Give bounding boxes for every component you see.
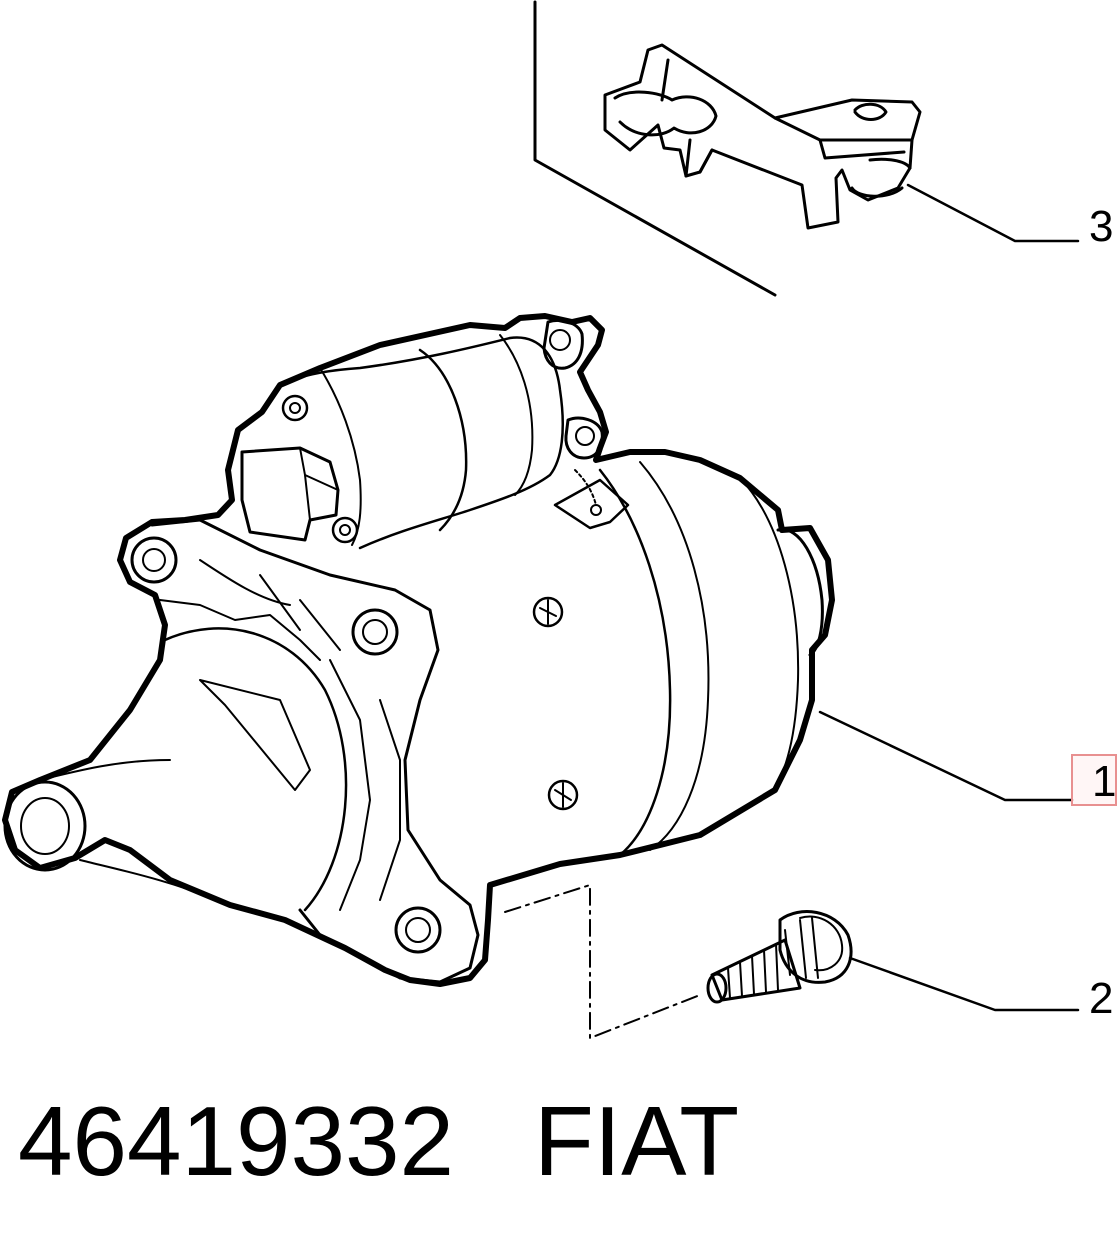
leader-line-3 (906, 183, 1080, 243)
callout-number-2: 2 (1089, 974, 1114, 1023)
leader-line-1 (818, 710, 1074, 802)
assembly-bracket-line (533, 0, 777, 297)
highlighted-callout-box (1071, 754, 1117, 806)
starter-motor-part-1 (2, 313, 835, 987)
brand-name: FIAT (534, 1086, 740, 1196)
callout-number-1: 1 (1092, 757, 1117, 806)
callout-number-3: 3 (1089, 202, 1114, 251)
flange-bolt-part-2 (706, 910, 853, 1004)
bolt-location-dashline (504, 884, 701, 1039)
support-bracket-part-3 (603, 43, 922, 230)
part-number: 46419332 (18, 1086, 455, 1196)
leader-line-2 (848, 956, 1080, 1012)
